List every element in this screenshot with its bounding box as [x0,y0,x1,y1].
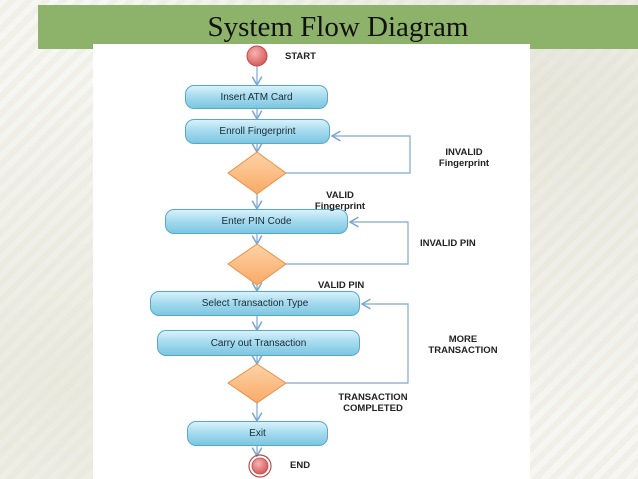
node-enroll-fingerprint: Enroll Fingerprint [185,119,330,144]
decision-pin [227,243,287,286]
end-node [251,457,269,475]
diagram-panel [93,44,530,479]
label-more-transaction-line1: MORE [448,334,478,345]
label-start: START [285,51,316,62]
node-enter-pin: Enter PIN Code [165,209,348,234]
label-more-transaction-line2: TRANSACTION [428,345,498,356]
start-node [246,45,268,67]
label-valid-pin: VALID PIN [318,280,365,291]
label-valid-fingerprint: VALID Fingerprint [300,190,380,212]
end-node-ring [248,454,272,478]
decision-fingerprint [227,151,287,195]
label-valid-fingerprint-line2: Fingerprint [314,201,366,212]
label-transaction-completed: TRANSACTION COMPLETED [328,392,418,414]
node-insert-card: Insert ATM Card [185,85,328,109]
label-valid-fingerprint-line1: VALID [326,190,354,201]
node-carry-out-transaction: Carry out Transaction [157,330,360,356]
decision-transaction [227,363,287,404]
loop-invalid-fingerprint [281,130,411,174]
node-select-transaction: Select Transaction Type [150,291,360,316]
label-invalid-pin: INVALID PIN [420,238,476,249]
title-bar [38,5,638,49]
label-transaction-completed-line2: COMPLETED [343,403,403,414]
label-invalid-fingerprint-line1: INVALID [445,147,483,158]
label-invalid-fingerprint-line2: Fingerprint [438,158,490,169]
label-transaction-completed-line1: TRANSACTION [338,392,408,403]
node-exit: Exit [187,421,328,446]
loop-more-transaction [281,298,409,384]
page-title: System Flow Diagram [207,11,469,43]
label-end: END [290,460,311,471]
label-invalid-fingerprint: INVALID Fingerprint [424,147,504,169]
label-more-transaction: MORE TRANSACTION [418,334,508,356]
loop-invalid-pin [281,216,409,265]
